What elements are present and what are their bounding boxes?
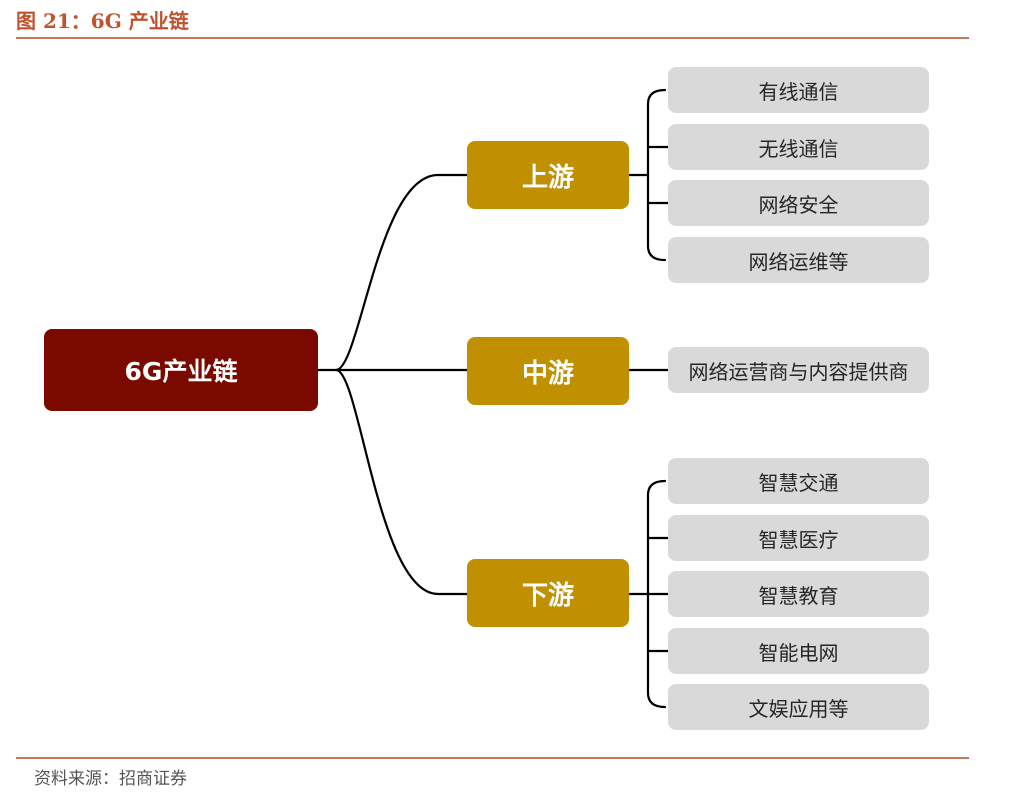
connector-root-downstream [334, 368, 469, 596]
leaf-upstream-wired-comm: 有线通信 [668, 67, 929, 113]
stage-downstream: 下游 [467, 559, 629, 627]
figure-title-row: 图 21：6G 产业链 [16, 6, 189, 36]
leaf-downstream-entertainment: 文娱应用等 [668, 684, 929, 730]
stage-midstream: 中游 [467, 337, 629, 405]
bottom-divider [16, 757, 969, 759]
leaf-downstream-smart-education: 智慧教育 [668, 571, 929, 617]
figure-title: 图 21：6G 产业链 [16, 9, 189, 33]
top-divider [16, 37, 969, 39]
leaf-upstream-network-ops: 网络运维等 [668, 237, 929, 283]
leaf-downstream-smart-grid: 智能电网 [668, 628, 929, 674]
root-node: 6G产业链 [44, 329, 318, 411]
stage-upstream: 上游 [467, 141, 629, 209]
leaf-downstream-smart-medical: 智慧医疗 [668, 515, 929, 561]
leaf-upstream-network-security: 网络安全 [668, 180, 929, 226]
connector-root-upstream [316, 173, 469, 372]
leaf-downstream-smart-transport: 智慧交通 [668, 458, 929, 504]
source-note: 资料来源：招商证券 [34, 769, 187, 789]
leaf-midstream-operators: 网络运营商与内容提供商 [668, 347, 929, 393]
leaf-upstream-wireless-comm: 无线通信 [668, 124, 929, 170]
connector-upstream-bracket [627, 88, 667, 262]
